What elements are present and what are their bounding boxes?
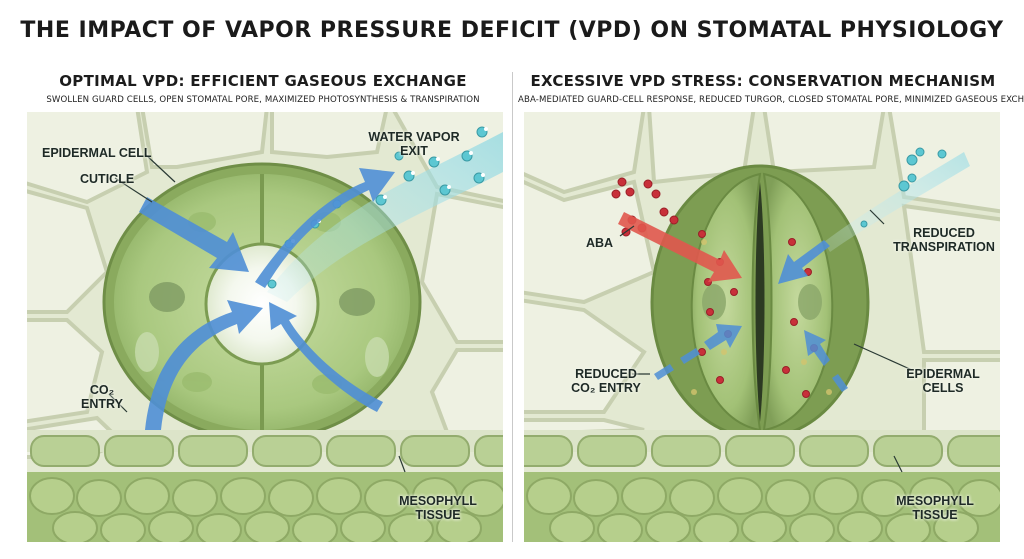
panel-divider [512,72,513,542]
label-mesophyll-tissue-right: MESOPHYLL TISSUE [896,494,974,522]
water-vapor-plume [267,132,503,302]
label-epidermal-cells: EPIDERMAL CELLS [906,367,980,395]
label-reduced-transpiration: REDUCED TRANSPIRATION [893,226,995,254]
left-panel-heading: OPTIMAL VPD: EFFICIENT GASEOUS EXCHANGE [59,72,467,90]
water-vapor-plume [824,152,970,252]
label-water-vapor-exit: WATER VAPOR EXIT [368,130,460,158]
label-mesophyll-tissue-left: MESOPHYLL TISSUE [399,494,477,522]
co2-entry-arrow [145,300,263,430]
co2-entry-arrow-right [269,302,383,412]
open-stoma-illustration [27,112,503,542]
label-epidermal-cell: EPIDERMAL CELL [42,146,152,160]
label-reduced-co2-entry: REDUCED CO₂ ENTRY [571,367,641,395]
mesophyll-layer [27,430,503,542]
page-title: THE IMPACT OF VAPOR PRESSURE DEFICIT (VP… [20,18,1004,43]
cuticle-arrow [139,197,249,272]
reduced-co2-arrow [654,324,742,380]
aba-arrow [618,212,742,282]
right-panel-header: EXCESSIVE VPD STRESS: CONSERVATION MECHA… [518,72,1024,105]
label-co2-entry: CO₂ ENTRY [81,383,123,411]
arrows [618,212,848,392]
left-panel-header: OPTIMAL VPD: EFFICIENT GASEOUS EXCHANGE … [18,72,508,105]
reduced-transpiration-arrow [778,240,830,284]
water-vapor-arrow [255,168,395,288]
guard-cell-pair [650,164,870,440]
reduced-co2-arrow-right [804,330,848,392]
right-panel-heading: EXCESSIVE VPD STRESS: CONSERVATION MECHA… [530,72,996,90]
right-panel-subheading: ABA-MEDIATED GUARD-CELL RESPONSE, REDUCE… [518,95,1024,105]
mesophyll-layer [524,430,1000,542]
water-molecules [860,147,947,228]
closed-pore [755,182,765,422]
label-cuticle: CUTICLE [80,172,135,186]
left-panel-subheading: SWOLLEN GUARD CELLS, OPEN STOMATAL PORE,… [46,95,480,105]
label-aba: ABA [586,236,614,250]
closed-stoma-illustration [524,112,1000,542]
